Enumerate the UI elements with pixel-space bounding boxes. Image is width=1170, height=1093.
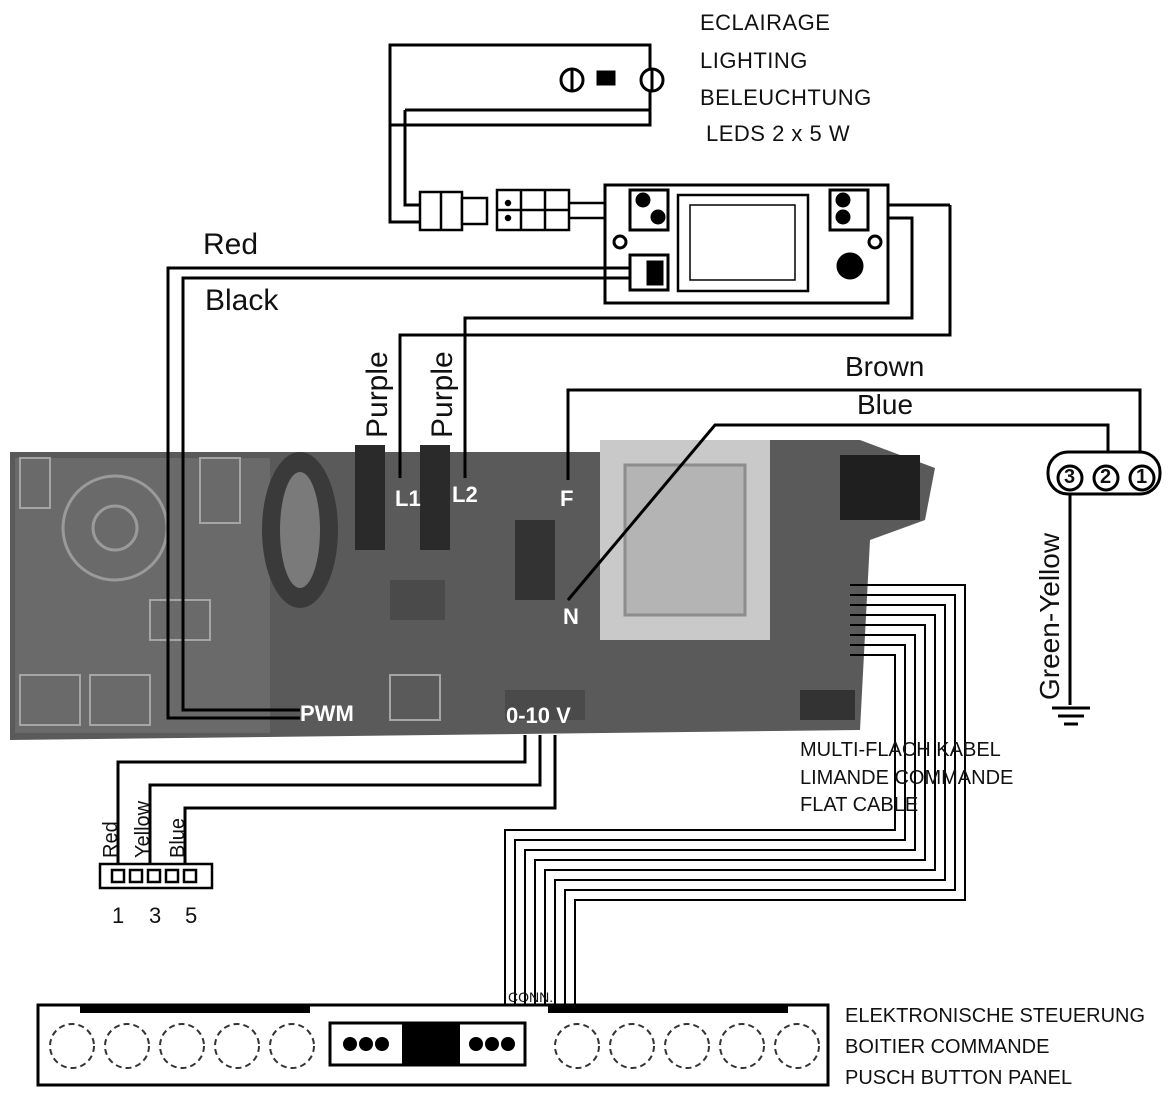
lighting-label-de: BELEUCHTUNG	[700, 85, 872, 110]
terminal-3: 3	[1064, 466, 1076, 488]
push-button-panel	[36, 1003, 830, 1087]
wire-label-green-yellow: Green-Yellow	[1034, 532, 1065, 700]
led-lighting	[388, 43, 665, 224]
wire-label-purple-l2: Purple	[426, 351, 459, 438]
flat-cable	[504, 584, 966, 1005]
wire-label-black: Black	[205, 284, 279, 317]
wire-label-brown: Brown	[845, 351, 925, 382]
small-connector-red: Red	[100, 821, 122, 858]
board-label-l2: L2	[452, 482, 478, 507]
small-connector-pin-1: 1	[112, 903, 125, 928]
lighting-label-en: LIGHTING	[700, 48, 808, 73]
wire-label-purple-l1: Purple	[361, 351, 394, 438]
small-connector-pin-3: 3	[149, 903, 162, 928]
board-label-pwm: PWM	[300, 701, 354, 726]
led-connectors	[418, 188, 608, 232]
panel-label-de: ELEKTRONISCHE STEUERUNG	[845, 1005, 1146, 1027]
lighting-spec: LEDS 2 x 5 W	[706, 121, 851, 146]
flat-cable-label-en: FLAT CABLE	[800, 794, 919, 816]
power-terminal	[1046, 450, 1162, 496]
board-label-f: F	[560, 486, 574, 511]
board-label-0-10v: 0-10 V	[506, 703, 571, 728]
flat-cable-label-de: MULTI-FLACH KABEL	[800, 739, 1001, 761]
small-connector-blue: Blue	[167, 817, 189, 858]
pcb-board	[10, 440, 935, 740]
led-driver	[603, 183, 890, 305]
terminal-1: 1	[1136, 466, 1148, 488]
wires	[116, 203, 1142, 868]
panel-label-fr: BOITIER COMMANDE	[845, 1036, 1050, 1058]
wire-label-red: Red	[203, 228, 259, 261]
lighting-label-fr: ECLAIRAGE	[700, 10, 831, 35]
board-label-l1: L1	[395, 486, 421, 511]
small-connector	[98, 862, 214, 890]
terminal-2: 2	[1100, 466, 1112, 488]
panel-connector-label: CONN.	[508, 989, 554, 1005]
flat-cable-label-fr: LIMANDE COMMANDE	[800, 767, 1014, 789]
small-connector-pin-5: 5	[185, 903, 198, 928]
small-connector-yellow: Yellow	[132, 800, 154, 858]
panel-label-en: PUSCH BUTTON PANEL	[845, 1067, 1073, 1089]
board-label-n: N	[563, 604, 579, 629]
wire-label-blue: Blue	[857, 389, 914, 420]
